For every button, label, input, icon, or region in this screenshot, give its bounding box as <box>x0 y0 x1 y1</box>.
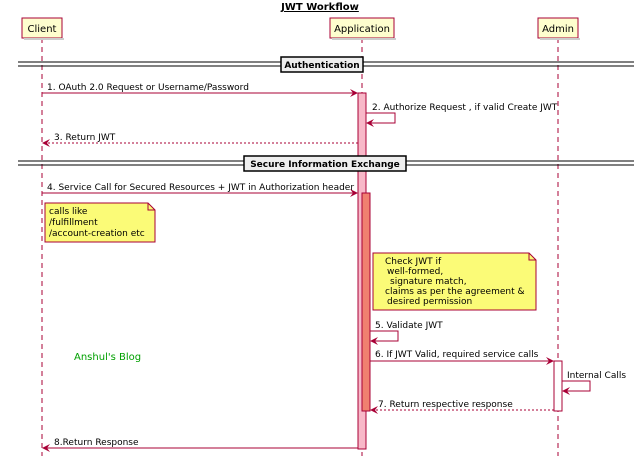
section-secure-exchange-label: Secure Information Exchange <box>250 160 400 170</box>
message-6-label: 6. If JWT Valid, required service calls <box>375 350 539 360</box>
message-3-label: 3. Return JWT <box>54 133 116 143</box>
note-check-jwt-text: Check JWT if well-formed, signature matc… <box>385 257 527 307</box>
message-2-arrow <box>366 112 396 127</box>
message-8-label: 8.Return Response <box>54 438 139 448</box>
note-check-line: well-formed, <box>387 267 443 277</box>
message-5-arrow <box>370 330 399 345</box>
note-calls-line: /account-creation etc <box>49 229 145 239</box>
diagram-title: JWT Workflow <box>280 2 359 13</box>
participant-admin: Admin <box>537 17 580 40</box>
section-authentication: Authentication <box>18 56 634 73</box>
internal-calls-arrow <box>562 380 591 395</box>
note-calls-line: calls like <box>49 207 88 217</box>
participant-application: Application <box>329 17 396 40</box>
message-1-label: 1. OAuth 2.0 Request or Username/Passwor… <box>47 83 249 93</box>
note-calls-like-text: calls like /fulfillment /account-creatio… <box>49 207 145 239</box>
message-5-label: 5. Validate JWT <box>375 321 443 331</box>
application-nested-activation-bar <box>361 192 371 412</box>
note-check-line: signature match, <box>390 277 467 287</box>
admin-activation-bar <box>553 360 563 412</box>
participant-client: Client <box>21 17 64 40</box>
message-7-label: 7. Return respective response <box>378 400 513 410</box>
note-check-line: desired permission <box>387 297 472 307</box>
section-authentication-label: Authentication <box>284 61 359 71</box>
note-check-line: claims as per the agreement & <box>385 287 525 297</box>
internal-calls-label: Internal Calls <box>567 371 626 381</box>
note-check-line: Check JWT if <box>385 257 442 267</box>
blog-watermark: Anshul's Blog <box>74 352 141 363</box>
participant-admin-label: Admin <box>542 24 574 35</box>
participant-application-label: Application <box>334 24 390 35</box>
message-2-label: 2. Authorize Request , if valid Create J… <box>372 103 558 113</box>
section-secure-information-exchange: Secure Information Exchange <box>18 155 634 172</box>
note-check-jwt: Check JWT if well-formed, signature matc… <box>372 252 537 311</box>
participant-client-label: Client <box>28 24 57 35</box>
note-calls-line: /fulfillment <box>49 218 98 228</box>
message-4-label: 4. Service Call for Secured Resources + … <box>47 183 354 193</box>
note-calls-like: calls like /fulfillment /account-creatio… <box>44 202 156 243</box>
